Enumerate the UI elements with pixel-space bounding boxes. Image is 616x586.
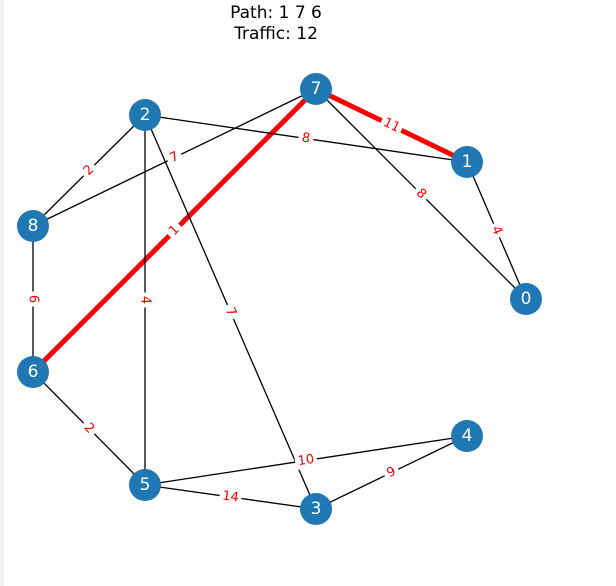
edge-weight-text: 6 [26, 295, 41, 303]
edge-weight-label: 1 [163, 219, 186, 242]
node-circle [451, 420, 483, 452]
window-edge [0, 0, 4, 586]
edge-weight-label-bg [486, 220, 507, 241]
node-label: 5 [140, 475, 151, 495]
edge-weight-label-bg [78, 159, 100, 182]
node-label: 6 [28, 362, 39, 382]
traffic-title: Traffic: 12 [234, 24, 318, 44]
edge-weight-label-bg [137, 292, 153, 308]
node-5: 5 [129, 469, 161, 501]
node-label: 3 [311, 499, 322, 519]
path-title: Path: 1 7 6 [230, 3, 322, 23]
edge-weight-label-bg [164, 147, 185, 168]
node-8: 8 [17, 210, 49, 242]
edge-weight-label-bg [78, 417, 100, 440]
edge-weight-text: 10 [297, 452, 316, 469]
edge-weight-label-bg [381, 462, 402, 483]
edge-weight-label-bg [297, 129, 315, 148]
edges-layer [31, 86, 527, 510]
node-circle [510, 283, 542, 315]
edge-weight-label: 7 [220, 301, 241, 323]
edge-weight-label: 4 [486, 220, 507, 241]
node-label: 2 [140, 105, 151, 125]
edge-weight-label: 2 [78, 159, 100, 182]
edge-weight-label: 10 [293, 450, 319, 471]
node-1: 1 [451, 146, 483, 178]
edge-weight-text: 8 [301, 130, 311, 146]
edge-weight-text: 11 [381, 115, 402, 136]
edge-weight-label: 7 [164, 147, 185, 168]
edge-weight-label-bg [25, 291, 41, 307]
edge-weight-label-bg [410, 183, 432, 205]
node-label: 8 [28, 216, 39, 236]
node-circle [129, 99, 161, 131]
edge-weight-label-bg [218, 487, 243, 507]
node-label: 0 [521, 289, 532, 309]
edge-weight-label: 11 [378, 113, 405, 138]
node-label: 7 [311, 79, 322, 99]
edge-weight-text: 4 [138, 296, 153, 304]
node-4: 4 [451, 420, 483, 452]
node-0: 0 [510, 283, 542, 315]
node-circle [300, 73, 332, 105]
node-circle [129, 469, 161, 501]
edge-weight-label: 2 [78, 417, 100, 440]
node-circle [451, 146, 483, 178]
nodes-layer: 0 1 2 3 4 5 6 7 8 [17, 73, 542, 525]
edge-weight-label: 8 [410, 183, 432, 205]
node-circle [17, 210, 49, 242]
edge-weight-label-bg [163, 219, 186, 242]
edge-weight-label-bg [378, 113, 405, 138]
node-label: 1 [462, 152, 473, 172]
edge-weight-label: 9 [381, 462, 402, 483]
node-circle [17, 356, 49, 388]
node-6: 6 [17, 356, 49, 388]
edge-weight-label: 14 [218, 487, 243, 507]
edge-weight-text: 14 [221, 488, 239, 505]
edge-weight-label: 4 [137, 292, 153, 308]
node-label: 4 [462, 426, 473, 446]
edge-weight-label: 6 [25, 291, 41, 307]
edge-weight-label: 8 [297, 129, 315, 148]
edge-weight-label-bg [293, 450, 319, 471]
edge-weight-label-bg [220, 301, 241, 323]
node-7: 7 [300, 73, 332, 105]
node-2: 2 [129, 99, 161, 131]
node-circle [300, 493, 332, 525]
node-3: 3 [300, 493, 332, 525]
